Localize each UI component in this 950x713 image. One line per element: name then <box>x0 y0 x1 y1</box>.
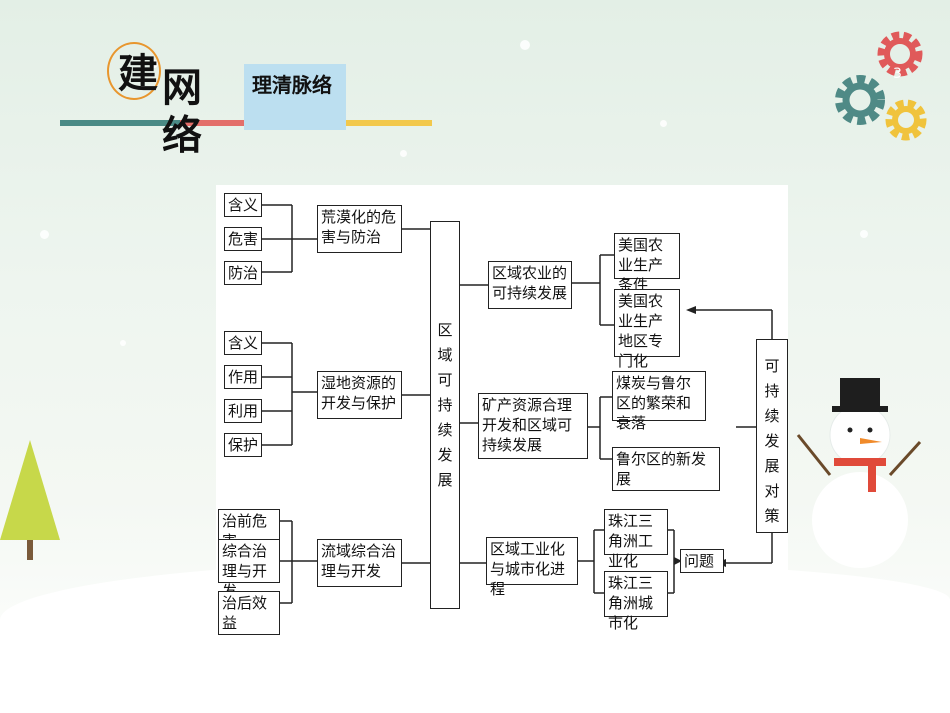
snowman-decoration <box>796 378 922 568</box>
node-us-agri-conditions: 美国农业生产条件 <box>614 233 680 294</box>
diagram-connectors <box>262 204 773 604</box>
gears-icon <box>835 31 927 141</box>
node-prd-industry: 珠江三角洲工业化 <box>604 509 668 570</box>
node-prd-urban: 珠江三角洲城市化 <box>604 571 668 632</box>
node-c-post-benefit: 治后效益 <box>218 591 280 635</box>
title-bar-yellow <box>346 120 432 126</box>
node-a-control: 防治 <box>224 261 262 285</box>
node-center-regional-sustainability: 区域可持续发展 <box>430 221 460 609</box>
snow-dot <box>40 230 49 239</box>
page-number: 3 <box>893 66 902 82</box>
node-problem: 问题 <box>680 549 724 573</box>
title-char-1: 建 <box>118 50 158 97</box>
node-b-meaning: 含义 <box>224 331 262 355</box>
node-a-meaning: 含义 <box>224 193 262 217</box>
node-mineral: 矿产资源合理开发和区域可持续发展 <box>478 393 588 459</box>
snow-dot <box>120 340 126 346</box>
subtitle-box: 理清脉络 <box>244 64 346 130</box>
node-a-harm: 危害 <box>224 227 262 251</box>
node-ruhr-new: 鲁尔区的新发展 <box>612 447 720 491</box>
node-b-function: 作用 <box>224 365 262 389</box>
tree-decoration <box>0 440 60 560</box>
snow-dot <box>860 230 868 238</box>
title-char-3: 络 <box>162 112 202 159</box>
node-ruhr-coal: 煤炭与鲁尔区的繁荣和衰落 <box>612 371 706 432</box>
title-circle-decoration <box>107 42 161 100</box>
node-c-governance: 综合治理与开发 <box>218 539 280 600</box>
node-wetland: 湿地资源的开发与保护 <box>317 371 402 419</box>
node-us-agri-specialization: 美国农业生产地区专门化 <box>614 289 680 370</box>
node-b-use: 利用 <box>224 399 262 423</box>
title-char-2: 网 <box>162 64 202 111</box>
title-bar-teal <box>60 120 250 126</box>
node-b-protect: 保护 <box>224 433 262 457</box>
node-desertification: 荒漠化的危害与防治 <box>317 205 402 253</box>
knowledge-diagram: 含义 危害 防治 含义 作用 利用 保护 治前危害 综合治理与开发 治后效益 荒… <box>216 185 788 635</box>
node-agriculture: 区域农业的可持续发展 <box>488 261 572 309</box>
title-bar-red <box>180 120 250 126</box>
snow-dot <box>400 150 407 157</box>
snow-dot <box>660 120 667 127</box>
node-basin: 流域综合治理与开发 <box>317 539 402 587</box>
snow-dot <box>520 40 530 50</box>
node-strategy: 可持续发展对策 <box>756 339 788 533</box>
node-industrialization: 区域工业化与城市化进程 <box>486 537 578 598</box>
